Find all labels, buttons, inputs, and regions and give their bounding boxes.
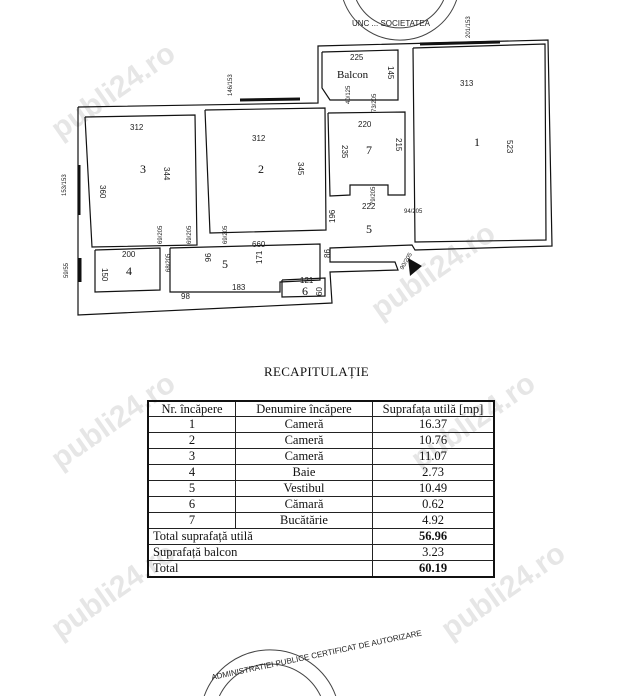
room-labels: 1 2 3 4 5 5 6 7 Balcon	[126, 69, 480, 298]
svg-text:69/205: 69/205	[187, 225, 193, 244]
stamp-top: UNC ... SOCIETATEA	[342, 0, 458, 41]
svg-text:201/153: 201/153	[466, 16, 472, 38]
cell-area: 2.73	[372, 464, 495, 481]
svg-text:196: 196	[328, 209, 337, 223]
svg-text:171: 171	[255, 250, 264, 264]
svg-text:523: 523	[505, 140, 514, 154]
svg-text:86: 86	[323, 249, 332, 258]
svg-text:5: 5	[222, 257, 228, 271]
svg-text:7: 7	[366, 143, 372, 157]
svg-text:98: 98	[181, 292, 190, 301]
cell-name: Baie	[235, 464, 373, 481]
svg-text:344: 344	[162, 167, 171, 181]
cell-nr: 5	[147, 480, 236, 497]
total-value: 60.19	[372, 560, 495, 578]
svg-text:2: 2	[258, 162, 264, 176]
stamp-bottom: ADMINISTRATIEI PUBLICE CERTIFICAT DE AUT…	[203, 628, 423, 696]
table-header-row: Nr. încăpere Denumire încăpere Suprafața…	[147, 400, 495, 417]
svg-text:6: 6	[302, 284, 308, 298]
svg-text:183: 183	[232, 283, 246, 292]
svg-text:4: 4	[126, 264, 132, 278]
balcon-row: Suprafață balcon 3.23	[147, 544, 495, 561]
cell-nr: 7	[147, 512, 236, 529]
cell-name: Cămară	[235, 496, 373, 513]
cell-name: Cameră	[235, 448, 373, 465]
svg-text:UNC ... SOCIETATEA: UNC ... SOCIETATEA	[352, 19, 431, 28]
svg-text:153/153: 153/153	[62, 174, 68, 196]
svg-text:79/205: 79/205	[371, 186, 377, 205]
svg-text:215: 215	[394, 138, 403, 152]
svg-text:146/153: 146/153	[228, 74, 234, 96]
walls	[77, 39, 553, 316]
header-area: Suprafața utilă [mp]	[372, 400, 495, 417]
cell-area: 4.92	[372, 512, 495, 529]
svg-text:121: 121	[300, 276, 314, 285]
total-row: Total 60.19	[147, 560, 495, 578]
cell-name: Cameră	[235, 416, 373, 433]
svg-text:220: 220	[358, 120, 372, 129]
svg-text:5: 5	[366, 222, 372, 236]
svg-text:3: 3	[140, 162, 146, 176]
cell-nr: 2	[147, 432, 236, 449]
svg-text:225: 225	[350, 53, 364, 62]
cell-area: 10.49	[372, 480, 495, 497]
svg-text:96: 96	[204, 253, 213, 262]
cell-area: 0.62	[372, 496, 495, 513]
cell-nr: 1	[147, 416, 236, 433]
svg-text:94/205: 94/205	[404, 209, 423, 215]
svg-text:312: 312	[130, 123, 144, 132]
svg-text:150: 150	[100, 268, 109, 282]
svg-text:1: 1	[474, 135, 480, 149]
svg-text:60: 60	[315, 287, 324, 296]
summary-table: Nr. încăpere Denumire încăpere Suprafața…	[147, 400, 495, 578]
total-label: Total	[147, 560, 373, 578]
dimension-labels: 312 312 313 360 344 345 523 225 145 220 …	[62, 16, 514, 301]
svg-text:222: 222	[362, 202, 376, 211]
svg-text:publi24.ro: publi24.ro	[365, 216, 501, 325]
svg-text:313: 313	[460, 79, 474, 88]
svg-text:68/205: 68/205	[166, 253, 172, 272]
header-name: Denumire încăpere	[235, 400, 373, 417]
cell-nr: 3	[147, 448, 236, 465]
svg-text:145: 145	[386, 66, 395, 80]
balcon-label: Suprafață balcon	[147, 544, 373, 561]
cell-area: 10.76	[372, 432, 495, 449]
svg-text:360: 360	[98, 185, 107, 199]
cell-area: 16.37	[372, 416, 495, 433]
total-util-value: 56.96	[372, 528, 495, 545]
svg-text:40/125: 40/125	[346, 85, 352, 104]
balcon-value: 3.23	[372, 544, 495, 561]
svg-text:publi24.ro: publi24.ro	[45, 36, 181, 145]
cell-nr: 6	[147, 496, 236, 513]
entrance-arrow-icon	[408, 258, 422, 276]
cell-name: Bucătărie	[235, 512, 373, 529]
svg-text:69/205: 69/205	[158, 225, 164, 244]
svg-text:73/205: 73/205	[372, 93, 378, 112]
svg-text:235: 235	[340, 145, 349, 159]
svg-text:Balcon: Balcon	[337, 69, 369, 81]
svg-text:69/205: 69/205	[223, 225, 229, 244]
svg-text:660: 660	[252, 240, 266, 249]
svg-text:200: 200	[122, 250, 136, 259]
summary-title: RECAPITULAȚIE	[264, 364, 369, 379]
svg-text:345: 345	[296, 162, 305, 176]
svg-text:312: 312	[252, 134, 266, 143]
total-util-label: Total suprafață utilă	[147, 528, 373, 545]
cell-name: Cameră	[235, 432, 373, 449]
header-nr: Nr. încăpere	[147, 400, 236, 417]
cell-nr: 4	[147, 464, 236, 481]
cell-area: 11.07	[372, 448, 495, 465]
svg-text:59/55: 59/55	[64, 262, 70, 278]
total-util-row: Total suprafață utilă 56.96	[147, 528, 495, 545]
cell-name: Vestibul	[235, 480, 373, 497]
